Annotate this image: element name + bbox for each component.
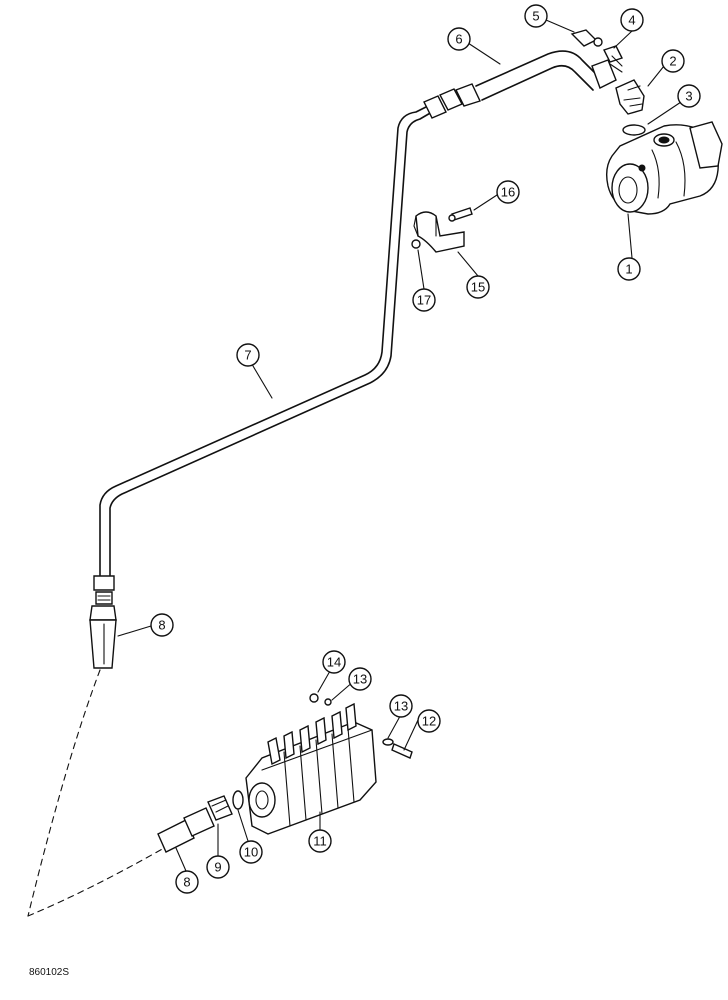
callout-3: 3 — [677, 84, 701, 108]
hose — [455, 50, 623, 107]
callout-17-label: 17 — [417, 293, 431, 308]
callout-4: 4 — [620, 8, 644, 32]
tube-nut-fitting-lower — [93, 575, 115, 605]
callout-11-label: 11 — [313, 834, 327, 849]
callout-7: 7 — [236, 343, 260, 367]
callout-8-upper-label: 8 — [158, 618, 165, 633]
hose-path-dashed-lower — [27, 847, 165, 917]
hydraulic-motor — [605, 121, 723, 215]
callout-2: 2 — [661, 49, 685, 73]
callout-3-label: 3 — [685, 89, 692, 104]
callout-17: 17 — [412, 288, 436, 312]
callout-9: 9 — [206, 855, 230, 879]
callout-8-lower: 8 — [175, 870, 199, 894]
callout-12: 12 — [417, 709, 441, 733]
callout-7-label: 7 — [244, 348, 251, 363]
valve-mounting-hardware — [309, 693, 413, 759]
o-ring — [622, 124, 646, 136]
figure-id: 860102S — [29, 967, 69, 978]
clamp-bolt — [448, 207, 473, 222]
control-valve-bank — [245, 702, 377, 835]
callout-4-label: 4 — [628, 13, 635, 28]
callout-6: 6 — [447, 27, 471, 51]
adapter-fitting-lower — [207, 795, 233, 821]
callout-10-label: 10 — [244, 845, 258, 860]
callout-8-upper: 8 — [150, 613, 174, 637]
elbow-fitting — [615, 79, 645, 115]
hose-path-dashed-upper — [27, 669, 101, 917]
callout-9-label: 9 — [214, 860, 221, 875]
callout-15: 15 — [466, 275, 490, 299]
adapter-fitting — [603, 45, 623, 67]
callout-15-label: 15 — [471, 280, 485, 295]
clamp-bracket — [413, 211, 465, 253]
callout-16: 16 — [496, 180, 520, 204]
callout-13-right-label: 13 — [394, 699, 408, 714]
callout-14-label: 14 — [327, 655, 341, 670]
callout-6-label: 6 — [455, 32, 462, 47]
steel-tube — [99, 103, 433, 576]
callout-1-label: 1 — [625, 262, 632, 277]
callout-11: 11 — [308, 829, 332, 853]
callout-2-label: 2 — [669, 54, 676, 69]
o-ring-lower — [232, 790, 244, 810]
callout-14: 14 — [322, 650, 346, 674]
cap-plug — [570, 29, 603, 47]
tube-nut-fitting-upper — [423, 88, 463, 119]
leader-lines — [117, 19, 691, 872]
callout-12-label: 12 — [422, 714, 436, 729]
callout-13-top-label: 13 — [353, 672, 367, 687]
callout-13-top: 13 — [348, 667, 372, 691]
callout-5: 5 — [524, 4, 548, 28]
clamp-nut — [411, 239, 421, 249]
callout-5-label: 5 — [532, 9, 539, 24]
callout-16-label: 16 — [501, 185, 515, 200]
hose-end-lower — [157, 807, 215, 853]
callout-1: 1 — [617, 257, 641, 281]
callout-10: 10 — [239, 840, 263, 864]
hose-end-upper — [89, 605, 117, 669]
callout-13-right: 13 — [389, 694, 413, 718]
callout-8-lower-label: 8 — [183, 875, 190, 890]
